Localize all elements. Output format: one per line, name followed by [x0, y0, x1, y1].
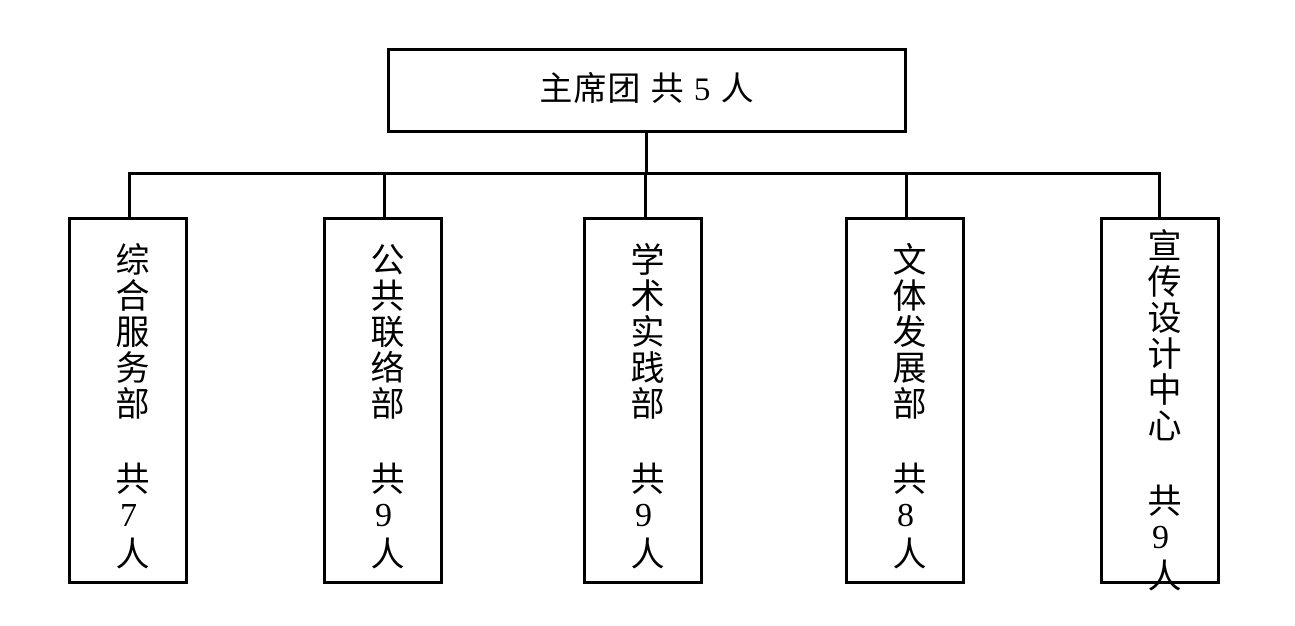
org-node-child-5-label: 宣传设计中心 共9人: [1142, 228, 1180, 594]
org-node-child-4-label: 文体发展部 共8人: [887, 242, 925, 572]
org-node-child-4-label-wrap: 文体发展部 共8人: [848, 242, 962, 572]
connector-branch-1: [128, 172, 131, 218]
connector-branch-2: [383, 172, 386, 218]
org-node-child-2[interactable]: 公共联络部 共9人: [323, 217, 443, 584]
org-node-root[interactable]: 主席团 共 5 人: [387, 48, 907, 133]
connector-branch-5: [1158, 172, 1161, 218]
connector-branch-4: [905, 172, 908, 218]
org-node-child-1-label: 综合服务部 共7人: [110, 242, 148, 572]
org-node-child-5[interactable]: 宣传设计中心 共9人: [1100, 217, 1220, 594]
connector-branch-3: [644, 172, 647, 218]
org-node-child-4[interactable]: 文体发展部 共8人: [845, 217, 965, 584]
org-node-child-3-label-wrap: 学术实践部 共9人: [586, 242, 700, 572]
org-node-root-label: 主席团 共 5 人: [539, 72, 755, 108]
org-node-child-2-label: 公共联络部 共9人: [365, 242, 403, 572]
org-node-child-2-label-wrap: 公共联络部 共9人: [326, 242, 440, 572]
connector-root-trunk: [645, 132, 648, 174]
org-node-child-1[interactable]: 综合服务部 共7人: [68, 217, 188, 584]
org-node-child-5-label-wrap: 宣传设计中心 共9人: [1103, 228, 1217, 594]
org-node-child-3-label: 学术实践部 共9人: [625, 242, 663, 572]
org-node-child-3[interactable]: 学术实践部 共9人: [583, 217, 703, 584]
org-node-child-1-label-wrap: 综合服务部 共7人: [71, 242, 185, 572]
